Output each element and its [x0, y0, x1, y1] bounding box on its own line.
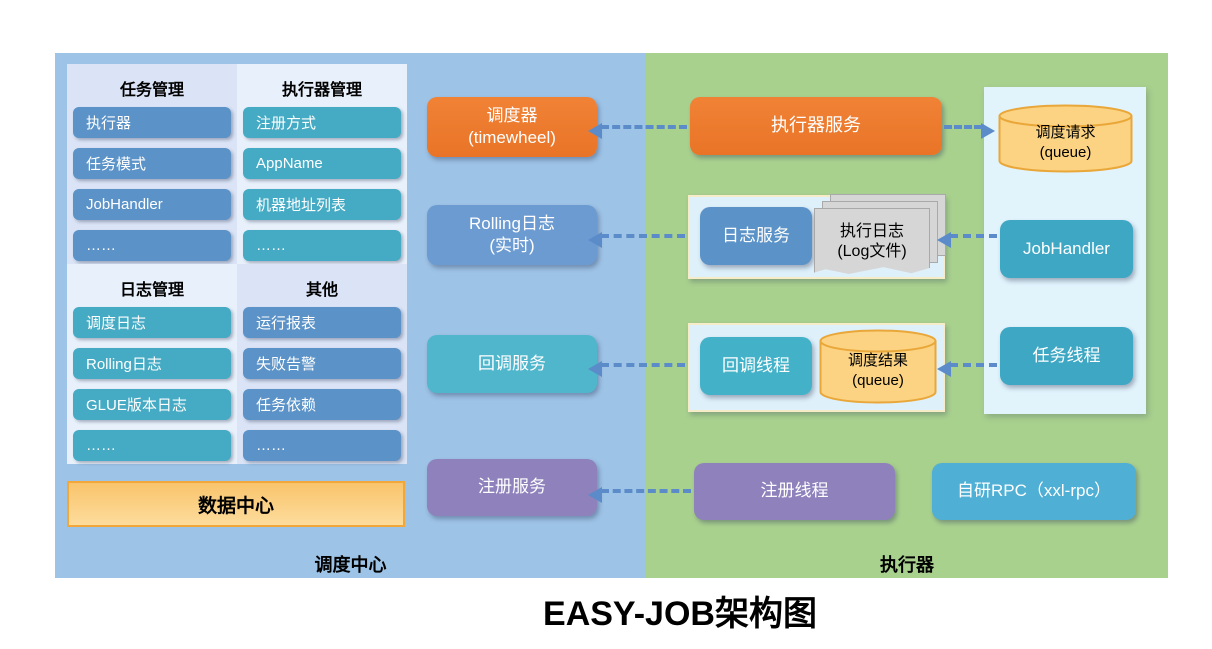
arrowhead-left-icon [588, 361, 602, 377]
admin-item: …… [73, 430, 231, 461]
quadrant-other: 其他 运行报表 失败告警 任务依赖 …… [237, 264, 407, 464]
box-registry-thread: 注册线程 [694, 463, 895, 520]
registry-service-label: 注册服务 [478, 477, 546, 497]
arrow-callback-thread-to-callback-service [588, 361, 685, 377]
arrow-task-thread-to-callback-group [937, 361, 997, 377]
box-job-handler: JobHandler [1000, 220, 1133, 278]
quadrant-header: 日志管理 [119, 282, 184, 299]
admin-item: 调度日志 [73, 307, 231, 338]
arrow-job-handler-to-log-service [937, 232, 997, 248]
box-scheduler: 调度器 (timewheel) [427, 97, 597, 157]
admin-item: AppName [243, 148, 401, 179]
quadrant-header: 任务管理 [119, 82, 184, 99]
admin-item: 注册方式 [243, 107, 401, 138]
exec-log-line1: 执行日志 [839, 223, 904, 240]
paper-front: 执行日志 (Log文件) [814, 208, 930, 274]
box-rpc: 自研RPC（xxl-rpc） [932, 463, 1136, 520]
admin-item: 失败告警 [243, 348, 401, 379]
schedule-result-line1: 调度结果 [847, 351, 908, 369]
box-callback-service: 回调服务 [427, 335, 597, 393]
admin-item: 执行器 [73, 107, 231, 138]
admin-item: Rolling日志 [73, 348, 231, 379]
arrowhead-right-icon [981, 123, 995, 139]
admin-item: …… [243, 230, 401, 261]
rolling-log-line1: Rolling日志 [469, 213, 555, 233]
callback-service-label: 回调服务 [478, 353, 546, 373]
exec-log-line2: (Log文件) [837, 243, 907, 260]
label-scheduler-center: 调度中心 [314, 555, 387, 575]
schedule-request-text: 调度请求 (queue) [997, 104, 1134, 174]
job-handler-label: JobHandler [1023, 238, 1110, 258]
arrow-executor-service-to-scheduler [588, 123, 687, 139]
box-callback-thread: 回调线程 [700, 337, 812, 395]
admin-item: 运行报表 [243, 307, 401, 338]
schedule-request-line2: (queue) [1039, 144, 1092, 161]
admin-item: 任务模式 [73, 148, 231, 179]
admin-item: 任务依赖 [243, 389, 401, 420]
data-center-bar: 数据中心 [67, 481, 405, 527]
admin-item: JobHandler [73, 189, 231, 220]
arrowhead-left-icon [588, 487, 602, 503]
cylinder-schedule-request: 调度请求 (queue) [997, 104, 1134, 174]
box-log-service: 日志服务 [700, 207, 812, 265]
rolling-log-line2: (实时) [489, 236, 535, 255]
box-rolling-log: Rolling日志 (实时) [427, 205, 597, 265]
rpc-label: 自研RPC（xxl-rpc） [957, 481, 1111, 501]
executor-service-label: 执行器服务 [771, 115, 861, 136]
schedule-result-text: 调度结果 (queue) [818, 329, 938, 405]
quadrant-header: 执行器管理 [281, 82, 362, 99]
schedule-result-line2: (queue) [852, 372, 904, 389]
registry-thread-label: 注册线程 [760, 481, 829, 501]
diagram-title: EASY-JOB架构图 [543, 595, 817, 633]
quadrant-executor-management: 执行器管理 注册方式 AppName 机器地址列表 …… [237, 64, 407, 264]
box-registry-service: 注册服务 [427, 459, 597, 516]
admin-item: 机器地址列表 [243, 189, 401, 220]
cylinder-schedule-result: 调度结果 (queue) [818, 329, 938, 405]
schedule-request-line1: 调度请求 [1035, 123, 1096, 141]
arrow-registry-thread-to-registry-service [588, 487, 691, 503]
scheduler-line2: (timewheel) [468, 128, 556, 147]
log-service-label: 日志服务 [722, 225, 790, 245]
admin-item: GLUE版本日志 [73, 389, 231, 420]
label-executor: 执行器 [880, 555, 934, 575]
box-executor-service: 执行器服务 [690, 97, 942, 155]
quadrant-log-management: 日志管理 调度日志 Rolling日志 GLUE版本日志 …… [67, 264, 237, 464]
cylinder-shape [998, 104, 1133, 173]
box-task-thread: 任务线程 [1000, 327, 1133, 385]
arrowhead-left-icon [937, 361, 951, 377]
callback-thread-label: 回调线程 [722, 355, 790, 375]
arrow-log-service-to-rolling-log [588, 232, 685, 248]
scheduler-line1: 调度器 [486, 105, 538, 125]
cylinder-shape [819, 329, 937, 404]
admin-item: …… [243, 430, 401, 461]
data-center-label: 数据中心 [197, 495, 274, 517]
arrowhead-left-icon [937, 232, 951, 248]
arrowhead-left-icon [588, 123, 602, 139]
arrowhead-left-icon [588, 232, 602, 248]
task-thread-label: 任务线程 [1032, 345, 1101, 365]
admin-item: …… [73, 230, 231, 261]
quadrant-header: 其他 [305, 282, 338, 299]
arrow-executor-service-to-schedule-request [944, 123, 995, 139]
quadrant-task-management: 任务管理 执行器 任务模式 JobHandler …… [67, 64, 237, 264]
